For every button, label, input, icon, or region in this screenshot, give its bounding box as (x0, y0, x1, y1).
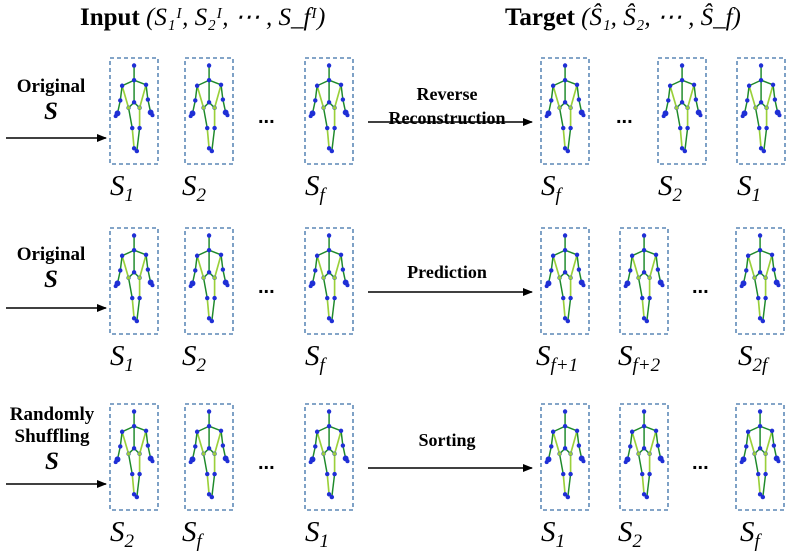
row3-input-skeleton-1 (109, 403, 159, 511)
row3-input-label-1: S2 (110, 516, 134, 552)
row1-target-label-2: S2 (658, 170, 682, 206)
row3-target-label-1: S1 (541, 516, 565, 552)
row1-input-skeleton-2 (184, 57, 234, 165)
row2-input-label-1: S1 (110, 340, 134, 376)
row2-input-skeleton-2 (184, 227, 234, 335)
row3-target-label-2: S2 (618, 516, 642, 552)
input-header-math: (S₁ᴵ, S₂ᴵ, ⋯ , S_fᴵ) (146, 4, 326, 31)
row1-target-skeleton-3 (736, 57, 786, 165)
row3-target-ellipsis: ... (692, 452, 709, 474)
row3-input-skeleton-2 (184, 403, 234, 511)
row3-target-skeleton-1 (540, 403, 590, 511)
target-header-math: (Ŝ₁, Ŝ₂, ⋯ , Ŝ_f) (581, 4, 741, 31)
row1-target-label-1: Sf (541, 170, 561, 206)
row1-target-skeleton-1 (540, 57, 590, 165)
row2-target-label-3: S2f (738, 340, 768, 376)
row2-input-label-2: S2 (182, 340, 206, 376)
input-header: Input (S₁ᴵ, S₂ᴵ, ⋯ , S_fᴵ) (80, 2, 325, 32)
task-label-reverse-reconstruction: Reverse Reconstruction (388, 84, 506, 128)
row2-input-label-3: Sf (305, 340, 325, 376)
row3-target-skeleton-2 (619, 403, 669, 511)
row2-target-label-1: Sf+1 (536, 340, 579, 376)
row2-target-skeleton-2 (619, 227, 669, 335)
task-label-sorting: Sorting (418, 430, 476, 450)
row3-target-label-3: Sf (740, 516, 760, 552)
row1-source-label: Original S (16, 76, 86, 125)
row1-input-label-3: Sf (305, 170, 325, 206)
row2-input-ellipsis: ... (258, 276, 275, 298)
row2-source-label: Original S (16, 244, 86, 293)
row3-target-skeleton-3 (735, 403, 785, 511)
row3-input-label-3: S1 (305, 516, 329, 552)
row3-input-skeleton-3 (304, 403, 354, 511)
row1-input-label-2: S2 (182, 170, 206, 206)
row1-input-ellipsis: ... (258, 106, 275, 128)
row1-input-skeleton-1 (109, 57, 159, 165)
row3-input-label-2: Sf (182, 516, 202, 552)
target-header-label: Target (505, 4, 575, 31)
row2-target-ellipsis: ... (692, 276, 709, 298)
row2-target-skeleton-3 (735, 227, 785, 335)
input-header-label: Input (80, 4, 140, 31)
row1-input-label-1: S1 (110, 170, 134, 206)
row2-target-label-2: Sf+2 (618, 340, 661, 376)
row1-target-label-3: S1 (737, 170, 761, 206)
row1-input-skeleton-3 (304, 57, 354, 165)
row1-target-ellipsis: ... (616, 106, 633, 128)
target-header: Target (Ŝ₁, Ŝ₂, ⋯ , Ŝ_f) (505, 2, 741, 32)
row3-input-ellipsis: ... (258, 452, 275, 474)
row2-target-skeleton-1 (540, 227, 590, 335)
task-label-prediction: Prediction (407, 262, 487, 282)
row1-target-skeleton-2 (657, 57, 707, 165)
row2-input-skeleton-3 (304, 227, 354, 335)
row3-source-label: Randomly Shuffling S (9, 404, 95, 475)
row2-input-skeleton-1 (109, 227, 159, 335)
